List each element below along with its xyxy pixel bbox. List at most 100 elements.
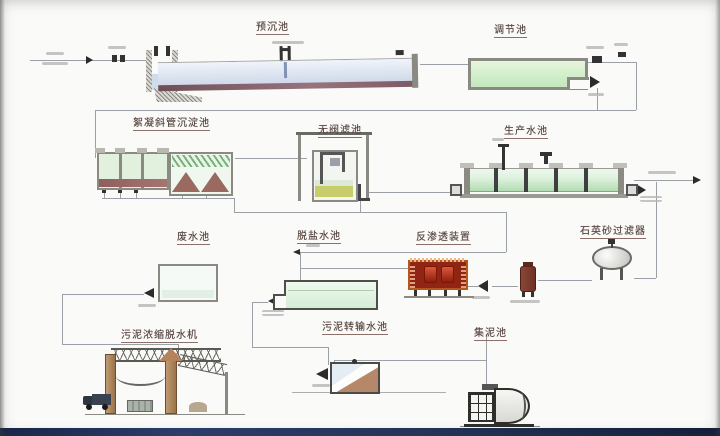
- pipe-transfer-main: [95, 110, 636, 111]
- photo-edge: [715, 0, 720, 436]
- sludge-collection-tank: [464, 380, 536, 428]
- well-wall: [146, 50, 152, 92]
- filter-valve: [608, 238, 615, 244]
- flow-arrow-icon: [86, 56, 93, 64]
- tank-notch: [567, 77, 589, 89]
- tank-water: [162, 290, 214, 298]
- cell-divider: [141, 154, 144, 188]
- filter-vessel: [592, 246, 632, 270]
- cartridge-filter: [518, 262, 538, 298]
- demineralized-water-tank: [273, 280, 378, 310]
- tank-end-wall: [464, 166, 470, 194]
- divider-cap: [613, 163, 627, 168]
- filter-leg: [531, 292, 534, 297]
- tank-divider: [584, 168, 588, 192]
- ro-leg: [414, 290, 417, 296]
- sludge-pile: [189, 402, 207, 412]
- ro-leg: [428, 290, 431, 296]
- pipe-settler-to-filter: [235, 158, 307, 159]
- pipe-pump-to-ro: [468, 286, 478, 287]
- divider-cap: [519, 163, 533, 168]
- filter-leg: [620, 268, 623, 280]
- annotation-text: [648, 171, 676, 174]
- pipe-pump-drop: [597, 88, 598, 110]
- waste-pump: [144, 288, 154, 298]
- tank-end-wall: [411, 53, 419, 88]
- equalization-tank: [468, 58, 589, 90]
- pipe-filter-to-production: [368, 192, 460, 193]
- pipe-to-collection: [334, 360, 486, 361]
- mixer-shaft: [283, 62, 288, 79]
- cell-sludge: [99, 179, 167, 187]
- sludge-pump: [316, 368, 328, 380]
- annotation-text: [312, 384, 330, 387]
- annotation-text: [306, 244, 320, 247]
- ro-membrane-module: [424, 266, 437, 283]
- label-sludge-dewatering-machine: 污泥浓缩脱水机: [121, 326, 198, 343]
- drum-arc: [514, 392, 526, 420]
- label-flocculation-tube-settler: 絮凝斜管沉淀池: [133, 114, 210, 131]
- high-pressure-pump: [478, 280, 488, 292]
- label-reverse-osmosis-unit: 反渗透装置: [416, 228, 471, 245]
- filter-leg: [522, 292, 525, 297]
- quartz-sand-filter: [590, 236, 636, 282]
- annotation-text: [42, 62, 68, 65]
- pipe-drain-drop: [506, 212, 507, 252]
- label-sludge-transfer-tank: 污泥转输水池: [322, 318, 388, 335]
- valveless-filter: [296, 124, 372, 206]
- pipe-sludge-manifold: [102, 198, 235, 199]
- filter-leg: [366, 135, 369, 201]
- annotation-text: [472, 296, 490, 299]
- annotation-text: [108, 46, 126, 49]
- pipe-production-outlet: [634, 180, 696, 181]
- pipe-manifold-drop: [234, 198, 235, 213]
- annotation-text: [262, 310, 284, 316]
- label-pre-sedimentation-tank: 预沉池: [256, 18, 289, 35]
- drain-valve: [134, 190, 138, 193]
- ro-fins: [461, 264, 466, 288]
- inlet-post: [166, 46, 170, 56]
- tank-divider: [524, 168, 528, 192]
- pipe-riser-to-ro-train: [656, 182, 657, 278]
- label-valveless-filter: 无阀滤池: [318, 121, 362, 138]
- tank-water: [468, 168, 620, 192]
- label-sludge-collection-tank: 集泥池: [474, 324, 507, 341]
- sludge-dewatering-machine: [83, 338, 247, 416]
- tank-divider: [494, 168, 498, 192]
- pump-box: [450, 184, 462, 196]
- annotation-text: [510, 300, 540, 303]
- pipe-drop-to-demin: [300, 252, 301, 282]
- truck-wheel: [102, 404, 108, 410]
- truss-support: [225, 372, 228, 414]
- divider-cap: [579, 163, 593, 168]
- pipe-to-transfer-tank: [252, 347, 328, 348]
- inclined-tubes: [172, 155, 230, 167]
- label-equalization-tank: 调节池: [494, 21, 527, 38]
- pipe-transfer-drop: [328, 347, 329, 365]
- tank-fitting: [544, 156, 548, 164]
- pipe-riser-right: [636, 62, 637, 110]
- tank-fitting: [395, 49, 404, 56]
- pump-box: [626, 184, 638, 196]
- annotation-text: [46, 52, 64, 55]
- water-line: [288, 290, 374, 291]
- flow-arrow-icon: [293, 249, 300, 255]
- cell-cap: [157, 148, 169, 153]
- divider-cap: [489, 163, 503, 168]
- pipe-to-dewatering: [62, 344, 178, 345]
- filter-pipe: [320, 152, 345, 155]
- vent-pipe: [502, 144, 505, 170]
- flow-arrow-icon: [693, 176, 701, 184]
- vent-pipe: [498, 144, 509, 147]
- reverse-osmosis-unit: [404, 258, 474, 298]
- ground-line: [85, 414, 245, 415]
- tank-divider: [554, 168, 558, 192]
- divider-cap: [460, 163, 474, 168]
- pipe-filter-drain: [360, 198, 361, 212]
- tank-fitting: [540, 152, 552, 156]
- filter-beam: [296, 132, 372, 135]
- collection-pipe: [482, 384, 498, 390]
- tank-end-wall: [618, 166, 624, 194]
- hopper-drain: [136, 188, 137, 198]
- distribution-pump: [636, 184, 646, 196]
